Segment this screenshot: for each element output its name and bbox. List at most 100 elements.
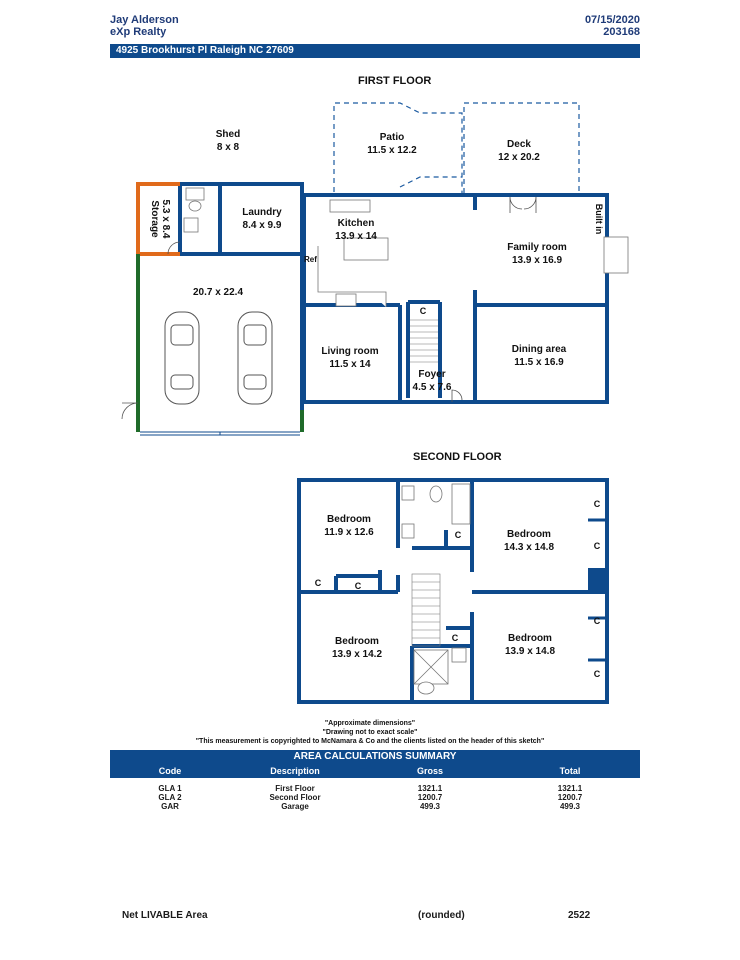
address: 4925 Brookhurst Pl Raleigh NC 27609 [116,45,294,56]
bed2-dims: 14.3 x 14.8 [504,542,554,553]
bed1-name: Bedroom [327,514,371,525]
front-door [451,389,463,402]
garage-dims: 20.7 x 22.4 [193,287,243,298]
fireplace [603,236,629,274]
column-gross: Gross [416,766,443,776]
sink [183,217,199,233]
report-date: 07/15/2020 [584,14,640,26]
bed1-dims: 11.9 x 12.6 [324,527,374,538]
bath1-toilet-bowl [429,485,443,503]
address-bar: 4925 Brookhurst Pl Raleigh NC 27609 [110,44,640,58]
bed4-name: Bedroom [508,633,552,644]
door-swings [121,196,537,420]
deck-outline [463,102,580,193]
table-row: GLA 2 Second Floor 1200.7 1200.7 [110,793,640,802]
note-approximate: "Approximate dimensions" [324,720,416,727]
rounded-label: (rounded) [418,910,465,921]
built-in-label: Built in [594,204,604,235]
family-room-name: Family room [507,242,567,253]
area-summary-header: AREA CALCULATIONS SUMMARY Code Descripti… [110,750,640,778]
closet-label: C [315,578,322,588]
second-floor-walls [297,478,609,704]
foyer-dims: 4.5 x 7.6 [413,382,452,393]
storage-name: Storage [149,200,160,238]
bed4-dims: 13.9 x 14.8 [505,646,555,657]
row-gross: 1321.1 [417,784,443,793]
kitchen-dims: 13.9 x 14 [335,231,377,242]
fixtures [183,187,629,307]
kitchen-sink [329,199,371,213]
shed-dims: 8 x 8 [217,142,240,153]
note-not-to-scale: "Drawing not to exact scale" [322,729,418,736]
storage-dims: 5.3 x 8.4 [160,200,171,239]
row-code: GLA 1 [158,784,182,793]
range [335,293,357,307]
car-right-windshield [243,324,267,346]
closet-label: C [452,633,459,643]
area-summary-table: AREA CALCULATIONS SUMMARY Code Descripti… [110,750,640,811]
closet-label: C [355,581,362,591]
deck-dims: 12 x 20.2 [498,152,540,163]
storage-walls [136,182,180,256]
cars [164,311,273,405]
dining-area-dims: 11.5 x 16.9 [514,357,564,368]
agent-name: Jay Alderson [110,14,179,26]
second-floor-plan: Bedroom 11.9 x 12.6 Bedroom 14.3 x 14.8 … [297,478,609,704]
kitchen-counter [317,246,387,307]
agency-name: eXp Realty [110,26,167,38]
patio-outline [333,102,463,193]
patio-name: Patio [380,132,404,143]
closet-label: C [455,530,462,540]
stair-closet-label: C [420,306,427,316]
deck-door-left [509,196,523,213]
chimney [588,568,606,592]
kitchen-name: Kitchen [338,218,375,229]
row-description: First Floor [275,784,315,793]
laundry-dims: 8.4 x 9.9 [243,220,282,231]
report-id: 203168 [603,26,640,38]
patio-step-outline [399,176,462,188]
bath1-sink [401,523,415,539]
living-room-name: Living room [321,346,378,357]
table-row: GAR Garage 499.3 499.3 [110,802,640,811]
patio-dims: 11.5 x 12.2 [367,145,417,156]
area-summary-columns: Code Description Gross Total [110,764,640,778]
first-floor-plan: Shed 8 x 8 Patio 11.5 x 12.2 Deck 12 x 2… [121,102,629,436]
bed2-name: Bedroom [507,529,551,540]
garage-side-door [121,402,139,420]
row-description: Second Floor [269,793,321,802]
closet-labels: C C C C C C C C [315,499,601,679]
row-gross: 499.3 [419,802,441,811]
foyer-name: Foyer [418,369,445,380]
row-code: GAR [161,802,179,811]
net-livable-label: Net LIVABLE Area [122,910,208,921]
note-copyright: "This measurement is copyrighted to McNa… [195,738,545,745]
row-total: 1200.7 [557,793,583,802]
column-description: Description [270,766,320,776]
row-code: GLA 2 [158,793,182,802]
toilet-bowl [188,200,202,212]
garage-door [140,431,300,436]
area-summary-title: AREA CALCULATIONS SUMMARY [293,751,457,762]
closet-label: C [594,616,601,626]
bath1-toilet-icon [401,485,415,501]
bath2-toilet-icon [417,681,435,695]
second-floor-labels: Bedroom 11.9 x 12.6 Bedroom 14.3 x 14.8 … [324,514,555,660]
car-left-rear-window [170,374,194,390]
bed3-dims: 13.9 x 14.2 [332,649,382,660]
column-total: Total [559,766,581,776]
net-livable-value: 2522 [568,910,591,921]
car-right-rear-window [243,374,267,390]
storage-wall [136,182,180,256]
living-room-dims: 11.5 x 14 [329,359,371,370]
laundry-name: Laundry [242,207,282,218]
closet-label: C [594,541,601,551]
column-code: Code [158,766,182,776]
closet-label: C [594,669,601,679]
car-left-windshield [170,324,194,346]
toilet-tank [185,187,205,201]
row-gross: 1200.7 [417,793,443,802]
ref-label: Ref [304,255,317,264]
stair-2-treads [411,573,441,647]
outdoor-outline [333,102,580,193]
